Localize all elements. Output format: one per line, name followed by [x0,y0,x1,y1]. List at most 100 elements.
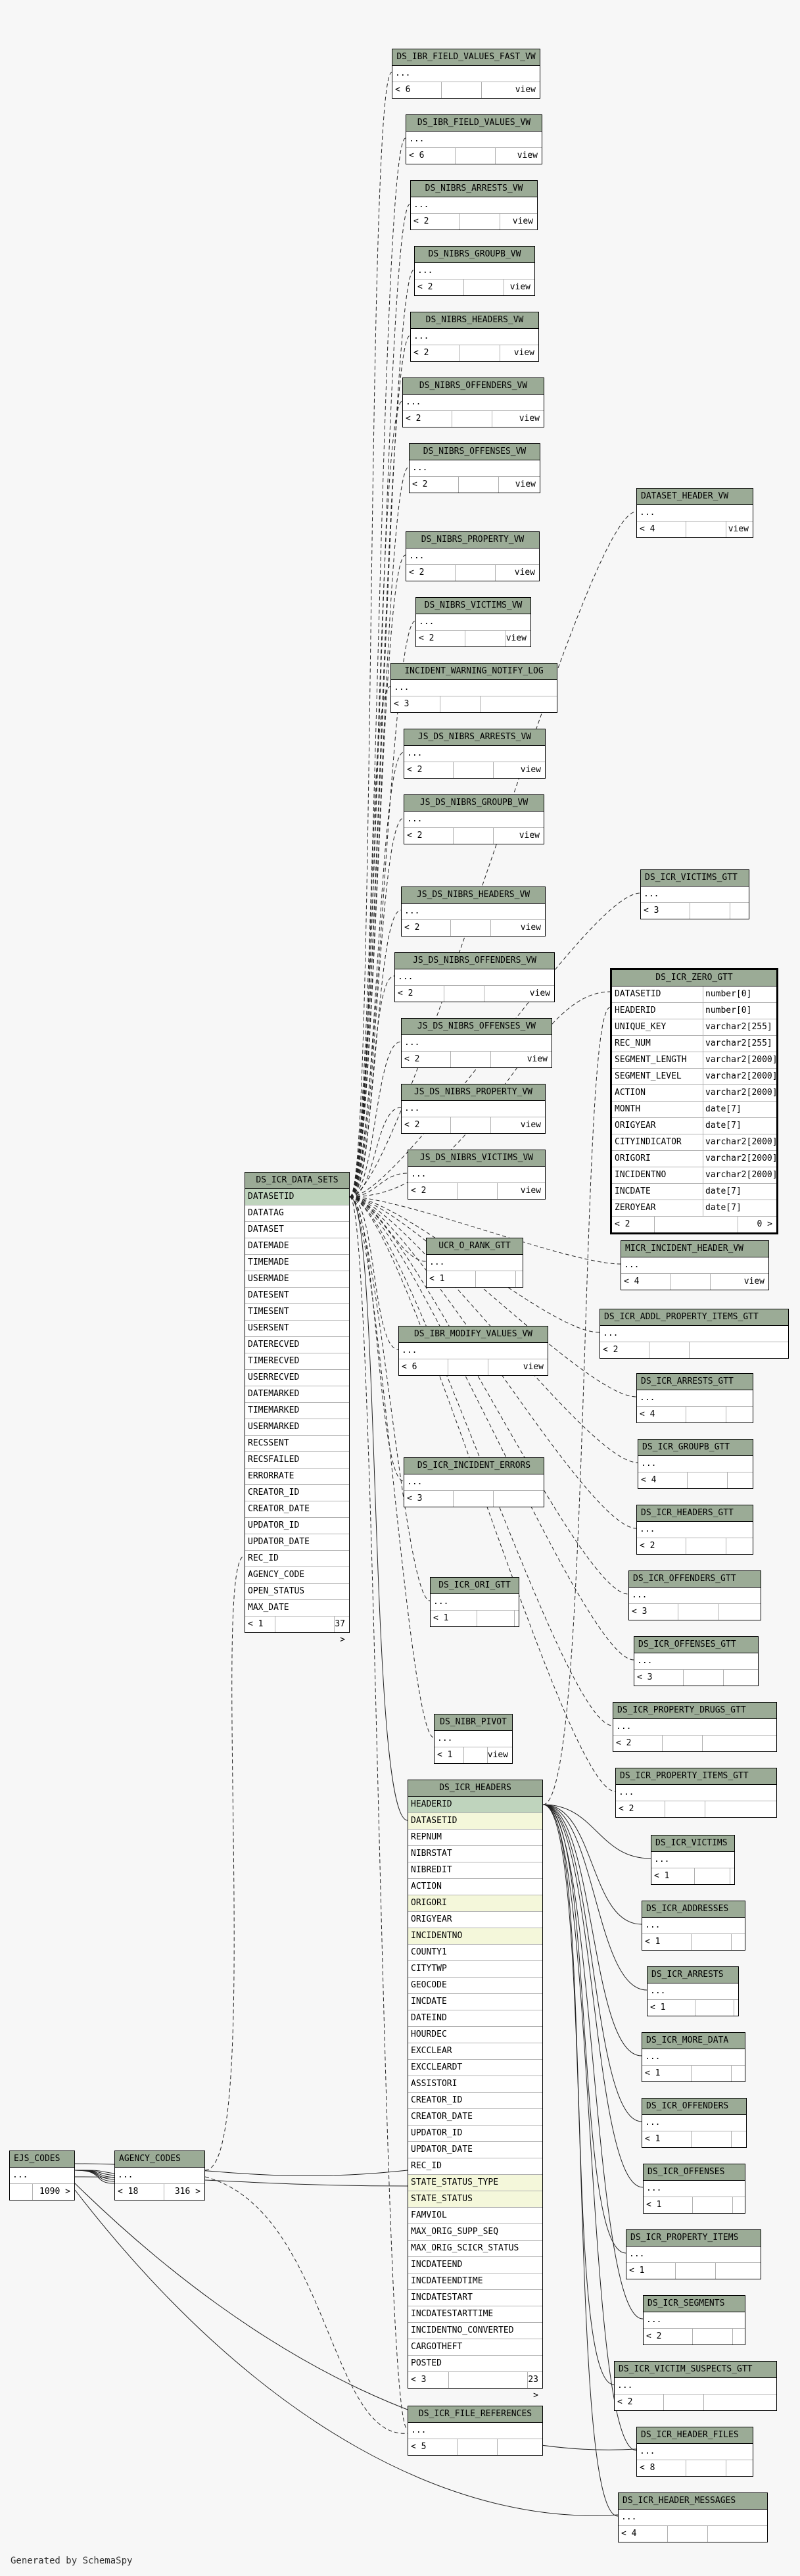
table-ds-icr-victim-suspects-gtt[interactable]: DS_ICR_VICTIM_SUSPECTS_GTT...< 2 [614,2361,777,2411]
column-updator-date: UPDATOR_DATE [245,1534,349,1551]
column-incdatestart: INCDATESTART [408,2290,542,2306]
table-ucr-o-rank-gtt[interactable]: UCR_O_RANK_GTT...< 1 [426,1238,523,1288]
table-ds-icr-groupb-gtt[interactable]: DS_ICR_GROUPB_GTT...< 4 [638,1439,753,1489]
row-count: < 1 [642,2066,692,2081]
row-count: < 8 [637,2460,686,2476]
row-count: < 1 [651,1868,695,1884]
column-name: DATASETID [248,1192,294,1202]
table-ds-icr-victims[interactable]: DS_ICR_VICTIMS...< 1 [651,1835,735,1885]
table-ds-icr-offenses[interactable]: DS_ICR_OFFENSES...< 1 [643,2164,745,2214]
column-name: ORIGORI [615,1154,651,1163]
edge-ds-icr-incident-errors [349,1196,404,1482]
table-ds-icr-addresses[interactable]: DS_ICR_ADDRESSES...< 1 [642,1901,745,1951]
edge-ds-ibr-field-values-fast-vw [349,72,392,1198]
column-userrecved: USERRECVED [245,1370,349,1386]
column-name: STATE_STATUS [411,2194,473,2204]
table-ds-icr-arrests-gtt[interactable]: DS_ICR_ARRESTS_GTT...< 4 [636,1373,753,1423]
table-ds-icr-arrests[interactable]: DS_ICR_ARRESTS...< 1 [647,1966,739,2016]
table-title: AGENCY_CODES [115,2151,204,2168]
footer-cell [663,1736,703,1751]
table-footer: < 1 [626,2263,761,2279]
table-ds-icr-property-items-gtt[interactable]: DS_ICR_PROPERTY_ITEMS_GTT...< 2 [615,1768,777,1818]
column-origyear: ORIGYEAR [408,1912,542,1928]
table-ds-icr-header-messages[interactable]: DS_ICR_HEADER_MESSAGES...< 4 [618,2492,768,2542]
table-ds-icr-offenders[interactable]: DS_ICR_OFFENDERS...< 1 [642,2098,747,2148]
table-kind: view [523,1362,544,1372]
table-ds-icr-offenses-gtt[interactable]: DS_ICR_OFFENSES_GTT...< 3 [634,1636,759,1686]
table-ds-icr-headers-gtt[interactable]: DS_ICR_HEADERS_GTT...< 2 [636,1505,753,1555]
row-count: < 2 [600,1342,649,1358]
table-ds-icr-ori-gtt[interactable]: DS_ICR_ORI_GTT...< 1 [430,1577,519,1627]
table-footer: < 1 [651,1868,734,1884]
footer-cell [688,1472,728,1488]
table-title: DS_ICR_VICTIMS [651,1835,734,1852]
footer-cell [477,1611,515,1626]
column-row: ... [411,329,538,345]
table-kind [705,1801,776,1817]
table-ds-icr-file-references[interactable]: DS_ICR_FILE_REFERENCES...< 5 [408,2406,543,2456]
footer-cell [676,2263,716,2279]
table-ds-icr-segments[interactable]: DS_ICR_SEGMENTS...< 2 [643,2295,745,2345]
table-footer: < 3 [391,696,557,712]
column-row: ... [402,904,545,920]
edge-zero-gtt-headerid [542,1007,611,1805]
row-count: < 2 [612,1217,655,1232]
column-type: varchar2[2000] [703,1052,776,1068]
column-nibrstat: NIBRSTAT [408,1846,542,1862]
column-name: DATATAG [248,1208,284,1218]
column-type: varchar2[2000] [703,1134,776,1150]
column-row: ... [115,2168,204,2184]
table-kind: 37 > [335,1619,345,1645]
footer-cell [454,828,494,844]
table-ds-icr-offenders-gtt[interactable]: DS_ICR_OFFENDERS_GTT...< 3 [628,1570,761,1620]
column-name: AGENCY_CODE [248,1570,305,1580]
table-ds-icr-incident-errors[interactable]: DS_ICR_INCIDENT_ERRORS...< 3 [404,1457,544,1507]
column-name: ZEROYEAR [615,1203,656,1213]
table-ds-icr-more-data[interactable]: DS_ICR_MORE_DATA...< 1 [642,2032,745,2082]
table-ds-icr-victims-gtt[interactable]: DS_ICR_VICTIMS_GTT...< 3 [640,869,749,919]
column-row: ... [411,197,537,214]
column-name: DATASETID [615,989,661,999]
footer-cell [451,1117,491,1133]
column-timerecved: TIMERECVED [245,1353,349,1370]
table-ds-icr-header-files[interactable]: DS_ICR_HEADER_FILES...< 8 [636,2427,753,2477]
column-ellipsis: ... [413,200,429,210]
column-type: date[7] [703,1200,776,1216]
table-ds-icr-addl-property-items-gtt[interactable]: DS_ICR_ADDL_PROPERTY_ITEMS_GTT...< 2 [600,1309,789,1359]
table-ds-icr-property-drugs-gtt[interactable]: DS_ICR_PROPERTY_DRUGS_GTT...< 2 [613,1702,777,1752]
table-kind [704,2394,776,2410]
table-ejs-codes[interactable]: EJS_CODES...1090 > [9,2151,75,2200]
table-ds-icr-property-items[interactable]: DS_ICR_PROPERTY_ITEMS...< 1 [626,2229,761,2279]
column-excclear: EXCCLEAR [408,2043,542,2060]
table-incident-warning-notify-log[interactable]: INCIDENT_WARNING_NOTIFY_LOG...< 3 [390,663,557,713]
